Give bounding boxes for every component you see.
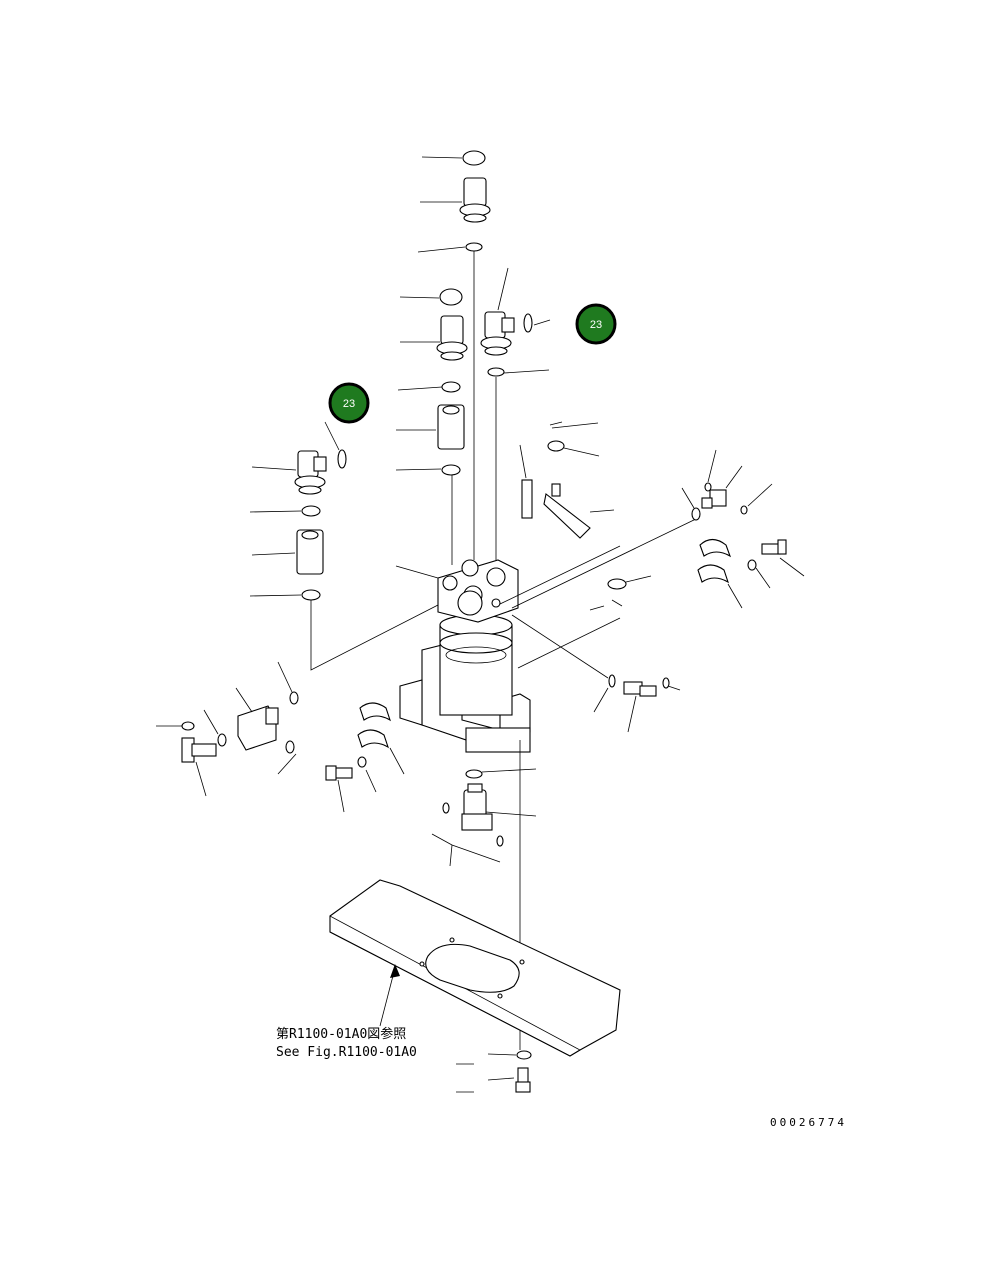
callout-label: 23 bbox=[343, 398, 355, 410]
reference-note-jp: 第R1100-01A0図参照 bbox=[276, 1026, 406, 1042]
right-elbow-stack bbox=[480, 267, 551, 560]
callout-badge: 23 bbox=[575, 303, 617, 345]
top-center-stack bbox=[417, 150, 491, 560]
drawing-id: 00026774 bbox=[770, 1116, 847, 1129]
callout-label: 23 bbox=[590, 319, 602, 331]
callout-badge: 23 bbox=[328, 382, 370, 424]
bottom-bolt bbox=[456, 1050, 532, 1093]
center-level-2 bbox=[395, 288, 468, 565]
frame-plate bbox=[329, 879, 621, 1057]
lever-assembly bbox=[519, 421, 652, 611]
left-lower-fittings bbox=[156, 661, 405, 813]
bottom-valve bbox=[431, 768, 537, 867]
reference-note-en: See Fig.R1100-01A0 bbox=[276, 1045, 417, 1060]
swivel-joint-body bbox=[395, 517, 699, 1050]
left-stack bbox=[249, 421, 439, 671]
right-fittings bbox=[593, 449, 805, 733]
